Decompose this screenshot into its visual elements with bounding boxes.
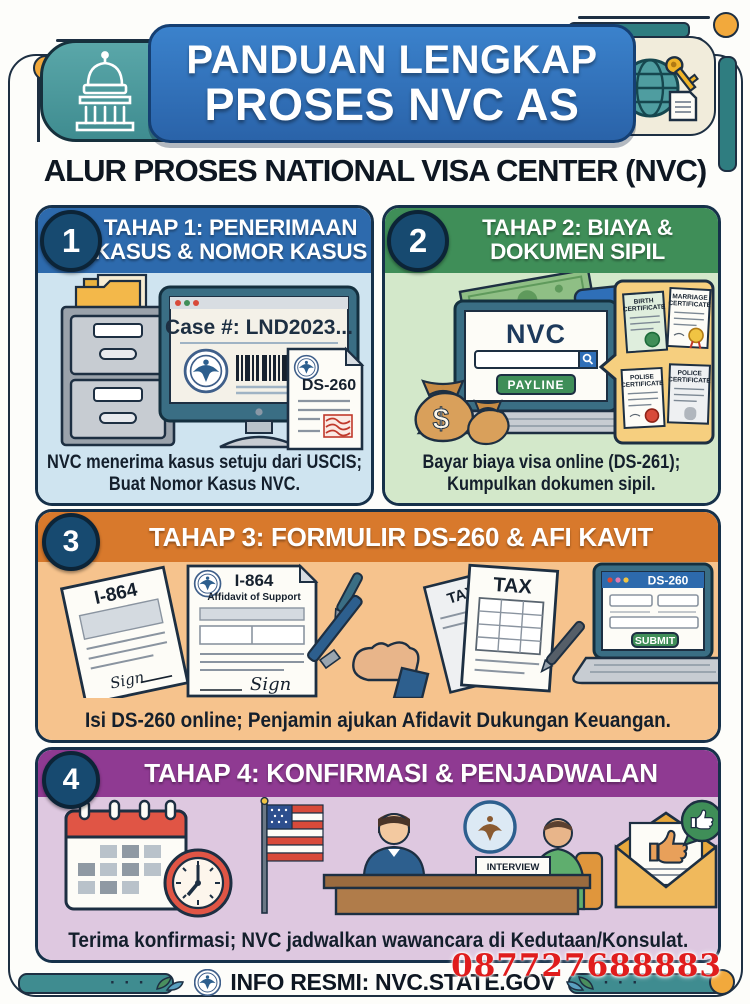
svg-text:I-864: I-864 [235,571,274,590]
stage-2-caption: Bayar biaya visa online (DS-261); Kumpul… [422,450,681,495]
calendar-icon [64,799,188,911]
submit-label: SUBMIT [635,635,676,647]
svg-text:Affidavit of Support: Affidavit of Support [207,592,301,603]
police-certificate-icon: POLICE CERTIFICATE [666,362,711,425]
corner-dot-top-right [713,12,739,38]
file-cabinet-icon [60,305,176,446]
certificates-panel: BIRTH CERTIFICATE MARRIAGE CERTIFICATE [598,279,715,445]
affidavit-form-icon: I-864 Affidavit of Support Sign [186,563,319,698]
stage-4-caption: Terima konfirmasi; NVC jadwalkan wawanca… [68,927,688,952]
nvc-site-label: NVC [506,319,566,349]
stage-1-card: 1 TAHAP 1: PENERIMAAN KASUS & NOMOR KASU… [35,205,374,506]
envelope-icon [614,799,718,909]
money-bag-icon: $ [414,378,510,445]
header-banner: PANDUAN LENGKAP PROSES NVC AS [0,24,750,144]
svg-text:MARRIAGE: MARRIAGE [672,293,708,302]
svg-text:POLICE: POLICE [677,369,702,377]
stage-1-body: Case #: LND2023... [38,272,371,503]
stage-3-header: TAHAP 3: FORMULIR DS-260 & AFI KAVIT [38,512,718,562]
ds260-label: DS-260 [302,377,356,394]
svg-text:CERTIFICATE: CERTIFICATE [668,376,711,385]
stage-3-number-badge: 3 [42,513,100,571]
stage-2-illustration: NVC PAYLINE $ [414,272,715,445]
hand-pen-icon [307,594,430,698]
marriage-certificate-icon: MARRIAGE CERTIFICATE [666,286,712,349]
svg-text:CERTIFICATE: CERTIFICATE [668,299,711,308]
title-line-1: PANDUAN LENGKAP [186,37,598,82]
dhs-seal-icon [194,969,222,996]
dollar-symbol: $ [433,403,450,436]
page-subtitle: ALUR PROSES NATIONAL VISA CENTER (NVC) [43,153,707,188]
pen-icon [540,620,585,674]
red-stamp-icon [323,413,353,438]
main-title: PANDUAN LENGKAP PROSES NVC AS [148,24,636,143]
interview-desk: INTERVIEW [322,856,592,916]
stage-2-number-badge: 2 [387,210,449,272]
i864-form-icon: I-864 Sign [59,565,190,698]
payline-button [496,373,576,395]
folder-icons [74,273,148,310]
stage-2-body: NVC PAYLINE $ [385,272,718,503]
stage-1-number-badge: 1 [40,210,102,272]
submit-button [631,632,679,648]
svg-text:CERTIFICATE: CERTIFICATE [621,379,664,388]
stage-3-illustration: I-864 Sign I-864 Affidavit of Support [59,562,718,698]
footer: · · · INFO RESMI: NVC.STATE.GOV · · · [0,969,750,996]
stage-1-illustration: Case #: LND2023... [60,273,365,450]
us-flag-icon [260,797,324,914]
svg-text:CERTIFICATE: CERTIFICATE [623,303,667,313]
stage-1-caption: NVC menerima kasus setuju dari USCIS; Bu… [47,450,362,495]
laptop-ds260-icon: DS-260 SUBMIT [572,562,718,685]
svg-text:TAX: TAX [493,574,534,599]
stage-4-header: TAHAP 4: KONFIRMASI & PENJADWALAN [38,750,718,797]
capitol-icon [75,51,135,132]
stage-3-card: 3 TAHAP 3: FORMULIR DS-260 & AFI KAVIT I… [35,509,721,743]
title-line-2: PROSES NVC AS [204,78,580,130]
corner-line-left [37,64,40,142]
official-info-label: INFO RESMI: NVC.STATE.GOV [230,969,556,995]
phone-number: 087727688883 [451,948,722,984]
ds260-screen-label: DS-260 [648,574,689,588]
footer-dots-left: · · · [109,972,147,992]
great-seal-icon [463,800,517,854]
approval-bubble-icon [680,799,718,847]
key-icon [665,56,699,93]
footer-dots-right: · · · [603,972,641,992]
search-icon [578,349,598,369]
corner-bar-right [718,56,737,172]
corner-dot-bottom-right [709,969,735,995]
interview-scene: INTERVIEW [322,800,604,916]
interview-sign: INTERVIEW [475,856,551,876]
polise-certificate-icon: POLISE CERTIFICATE [620,366,666,429]
tax-documents-icon: TAX TAX [422,563,585,694]
stage-4-body: INTERVIEW [38,797,718,960]
svg-text:POLISE: POLISE [630,373,655,381]
dhs-seal-icon [183,348,229,393]
svg-text:Sign: Sign [250,674,291,695]
dhs-seal-icon [293,354,319,380]
svg-text:BIRTH: BIRTH [633,297,654,305]
leaf-icon [156,975,185,991]
stage-4-number-badge: 4 [42,751,100,809]
svg-text:INTERVIEW: INTERVIEW [487,862,540,873]
interviewer-person [362,813,426,877]
stage-2-card: 2 TAHAP 2: BIAYA & DOKUMEN SIPIL [382,205,721,506]
corner-line-top-right [578,16,710,19]
payline-label: PAYLINE [507,378,564,392]
document-icon [668,90,698,122]
stage-3-body: I-864 Sign I-864 Affidavit of Support [38,562,718,740]
stage-4-illustration: INTERVIEW [64,797,718,918]
stage-4-card: 4 TAHAP 4: KONFIRMASI & PENJADWALAN [35,747,721,963]
clock-icon [163,848,233,918]
stage-3-caption: Isi DS-260 online; Penjamin ajukan Afida… [85,707,671,732]
birth-certificate-icon: BIRTH CERTIFICATE [622,290,669,353]
ds260-document-icon: DS-260 [286,346,365,450]
case-number-text: Case #: LND2023... [165,316,353,339]
